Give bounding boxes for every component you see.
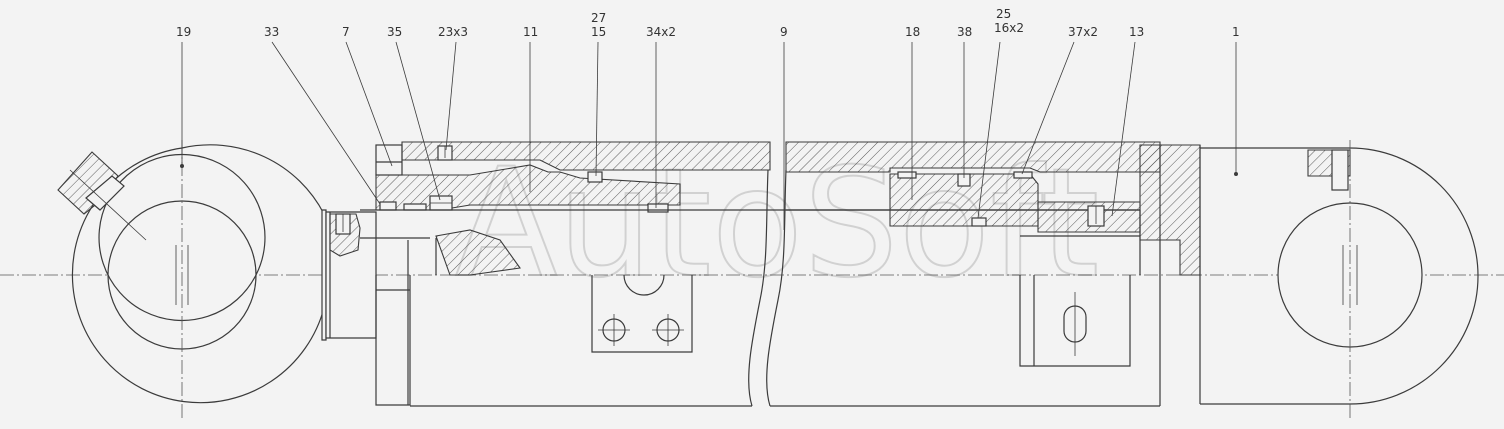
callout-9: 9	[780, 25, 788, 39]
callout-13: 13	[1129, 25, 1144, 39]
gland-assembly	[360, 141, 1140, 406]
callout-7: 7	[342, 25, 350, 39]
callout-labels: 19 33 7 35 23x3 11 27 15 34x2 9 18 38 25…	[176, 7, 1240, 39]
callout-35: 35	[387, 25, 402, 39]
piston-assembly	[889, 171, 1141, 367]
callout-18: 18	[905, 25, 920, 39]
callout-25: 25	[996, 7, 1011, 21]
left-eye-part-19	[57, 140, 325, 420]
rear-body-part-1	[1139, 140, 1479, 420]
callout-15: 15	[591, 25, 606, 39]
callout-37x2: 37x2	[1068, 25, 1098, 39]
callout-34x2: 34x2	[646, 25, 676, 39]
callout-16x2: 16x2	[994, 21, 1024, 35]
callout-33: 33	[264, 25, 279, 39]
callout-19: 19	[176, 25, 191, 39]
callout-11: 11	[523, 25, 538, 39]
callout-1: 1	[1232, 25, 1240, 39]
leader-lines	[181, 41, 1237, 230]
callout-38: 38	[957, 25, 972, 39]
rod-neck	[321, 209, 377, 341]
callout-23x3: 23x3	[438, 25, 468, 39]
callout-27: 27	[591, 11, 606, 25]
